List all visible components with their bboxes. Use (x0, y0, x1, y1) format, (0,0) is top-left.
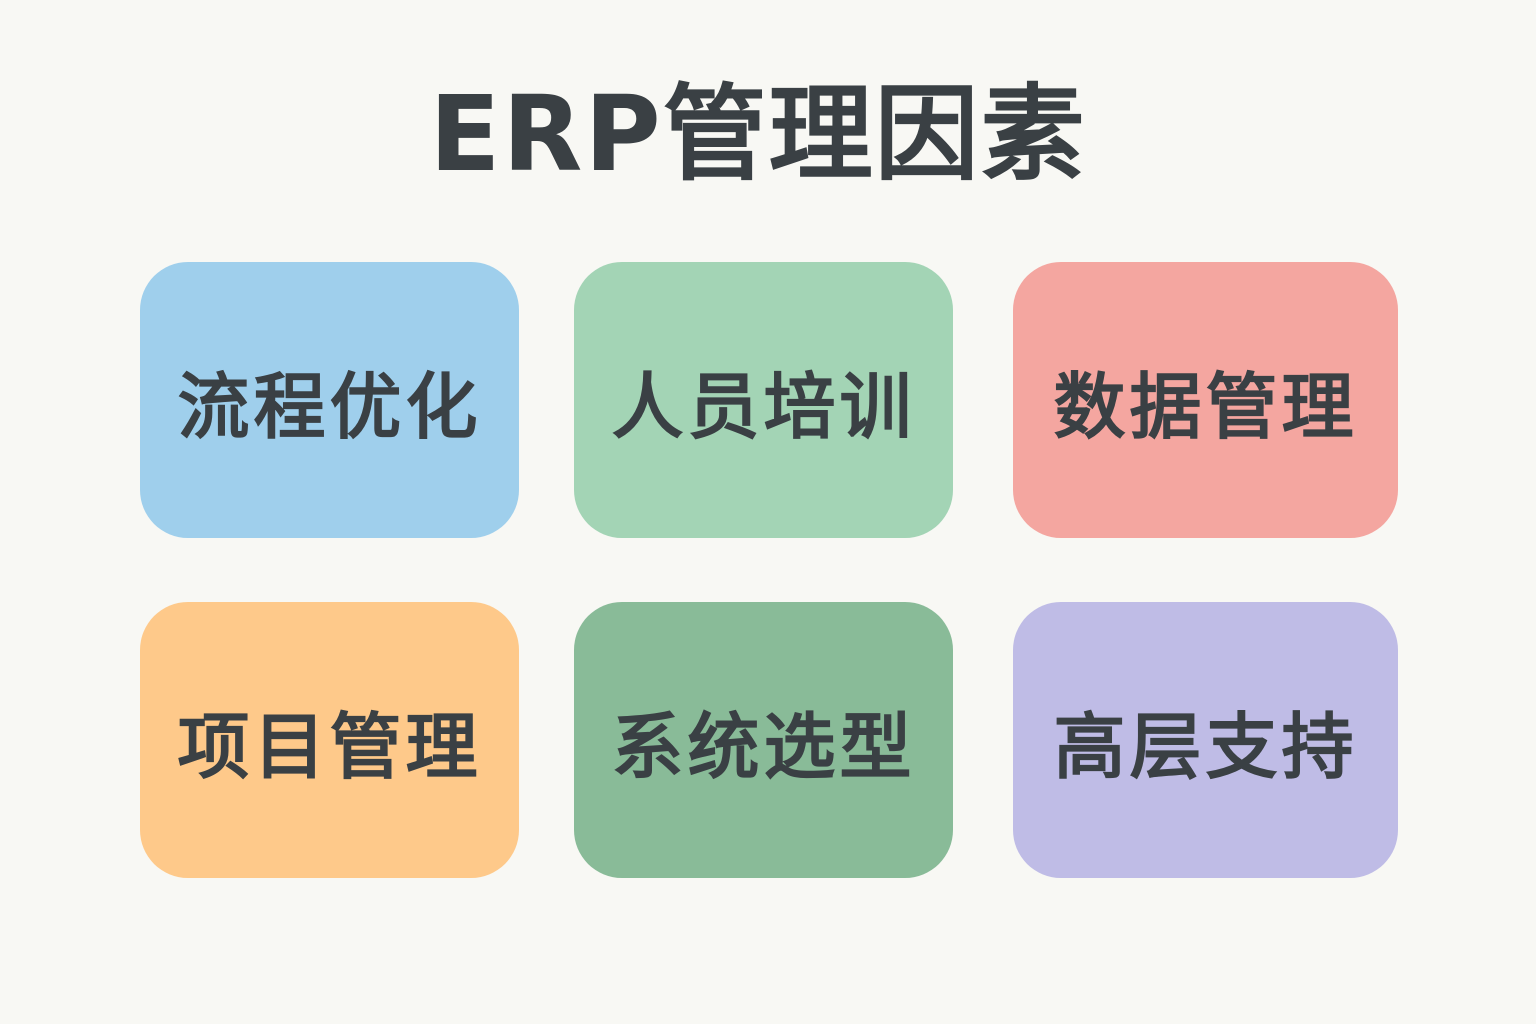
card-label: 数据管理 (1053, 364, 1358, 449)
card-staff-training: 人员培训 (574, 262, 953, 538)
diagram-title: ERP管理因素 (429, 73, 1087, 195)
card-executive-support: 高层支持 (1013, 602, 1398, 878)
card-data-management: 数据管理 (1013, 262, 1398, 538)
card-project-management: 项目管理 (140, 602, 519, 878)
card-system-selection: 系统选型 (574, 602, 953, 878)
card-label: 项目管理 (177, 704, 482, 789)
card-label: 系统选型 (611, 704, 916, 789)
card-label: 流程优化 (177, 364, 482, 449)
card-label: 人员培训 (611, 364, 916, 449)
card-label: 高层支持 (1053, 704, 1358, 789)
card-process-optimization: 流程优化 (140, 262, 519, 538)
